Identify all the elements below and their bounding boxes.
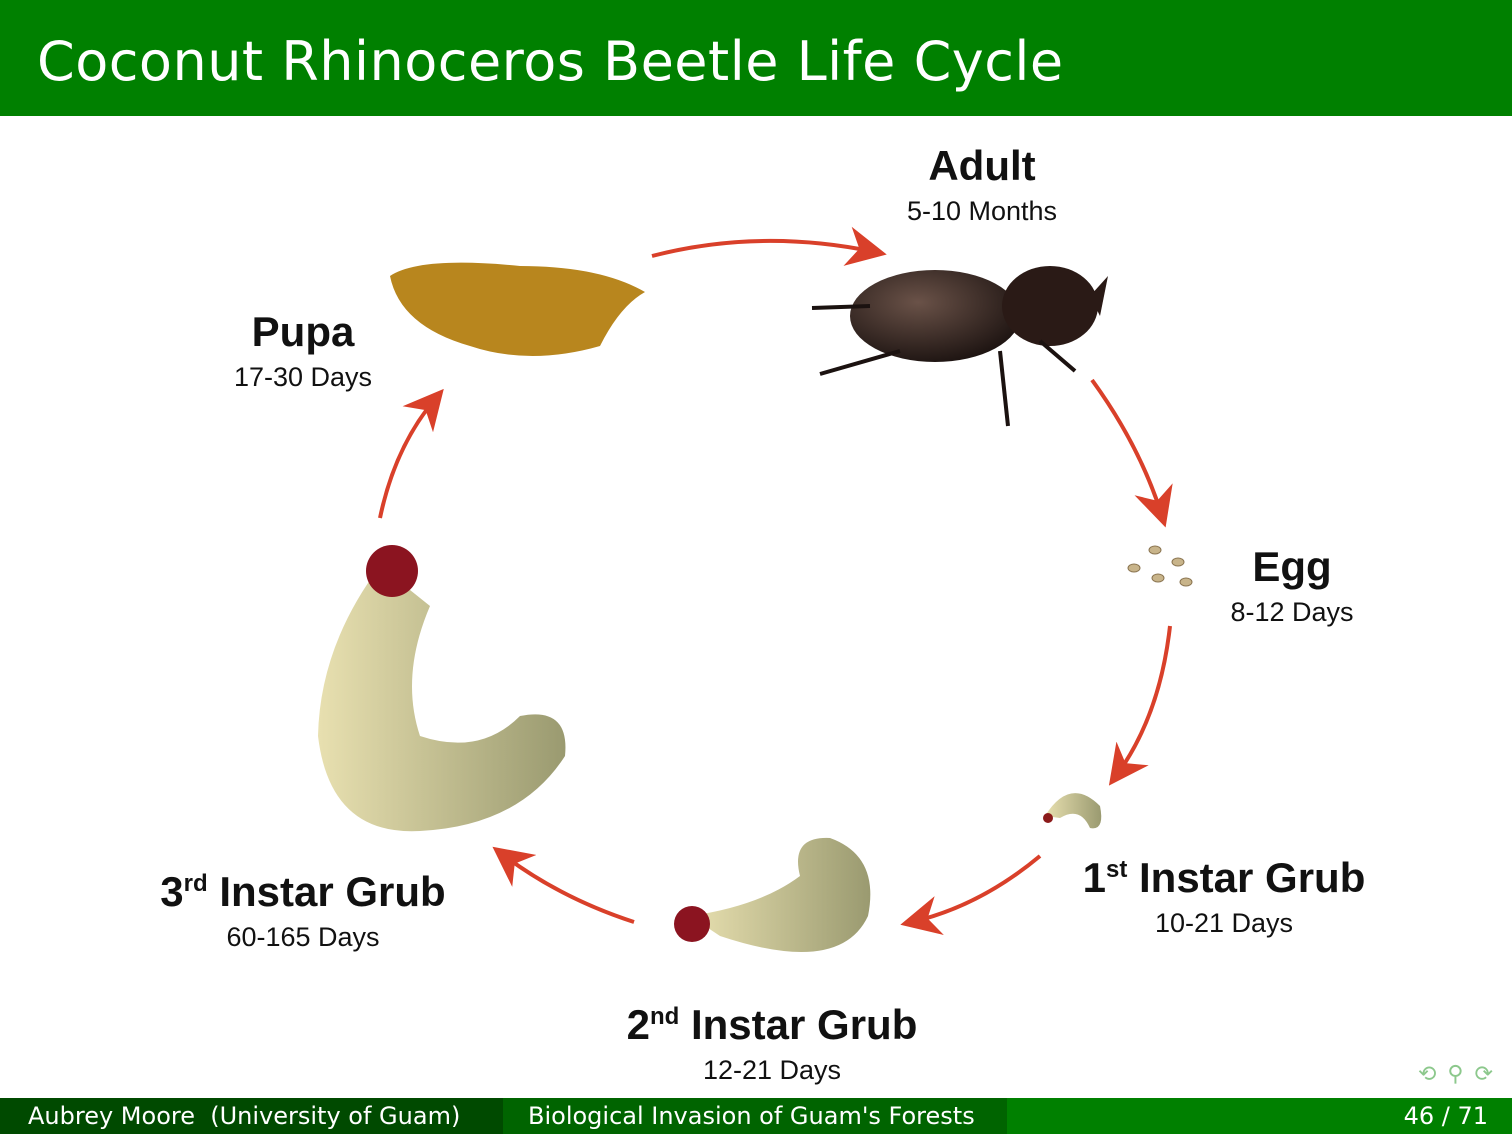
- arrow-instar1-to-instar2: [900, 854, 1042, 936]
- eggs-image: [1127, 545, 1193, 587]
- slide-header: Coconut Rhinoceros Beetle Life Cycle: [0, 0, 1512, 116]
- stage-pupa: Pupa 17-30 Days: [203, 308, 403, 393]
- stage-egg: Egg 8-12 Days: [1192, 543, 1392, 628]
- stage-name: Pupa: [251, 308, 355, 355]
- adult-beetle-image: [811, 266, 1108, 427]
- first-instar-grub-image: [1043, 793, 1102, 829]
- stage-duration: 5-10 Months: [906, 196, 1058, 226]
- stage-name: Egg: [1252, 543, 1332, 590]
- stage-second-instar: 2nd Instar Grub 12-21 Days: [612, 1001, 932, 1086]
- arrow-egg-to-instar1: [1108, 625, 1172, 786]
- arrow-pupa-to-adult: [651, 226, 887, 266]
- stage-adult: Adult 5-10 Months: [882, 142, 1082, 227]
- stage-duration: 10-21 Days: [1154, 908, 1294, 938]
- stage-first-instar: 1st Instar Grub 10-21 Days: [1064, 854, 1384, 939]
- stage-duration: 17-30 Days: [233, 362, 373, 392]
- arrow-instar3-to-pupa: [378, 388, 444, 519]
- stage-duration: 8-12 Days: [1230, 597, 1354, 627]
- stage-duration: 12-21 Days: [702, 1055, 842, 1085]
- stage-name: 1st Instar Grub: [1082, 854, 1366, 901]
- second-instar-grub-image: [674, 837, 871, 952]
- slide-title: Coconut Rhinoceros Beetle Life Cycle: [37, 30, 1064, 93]
- slide-footer: Aubrey Moore (University of Guam) Biolog…: [0, 1098, 1512, 1134]
- footer-author: Aubrey Moore (University of Guam): [0, 1098, 503, 1134]
- footer-page-number: 46 / 71: [1007, 1098, 1512, 1134]
- stage-name: 2nd Instar Grub: [626, 1001, 918, 1048]
- footer-talk-title: Biological Invasion of Guam's Forests: [503, 1098, 1007, 1134]
- stage-third-instar: 3rd Instar Grub 60-165 Days: [143, 868, 463, 953]
- pupa-image: [390, 262, 645, 356]
- third-instar-grub-image: [318, 545, 566, 832]
- arrow-adult-to-egg: [1090, 378, 1173, 528]
- arrow-instar2-to-instar3: [492, 846, 635, 924]
- stage-name: 3rd Instar Grub: [160, 868, 446, 915]
- beamer-navigation-icons[interactable]: ⟲ ⚲ ⟳: [1418, 1062, 1495, 1087]
- stage-name: Adult: [928, 142, 1036, 189]
- life-cycle-diagram: [318, 226, 1193, 952]
- stage-duration: 60-165 Days: [226, 922, 380, 952]
